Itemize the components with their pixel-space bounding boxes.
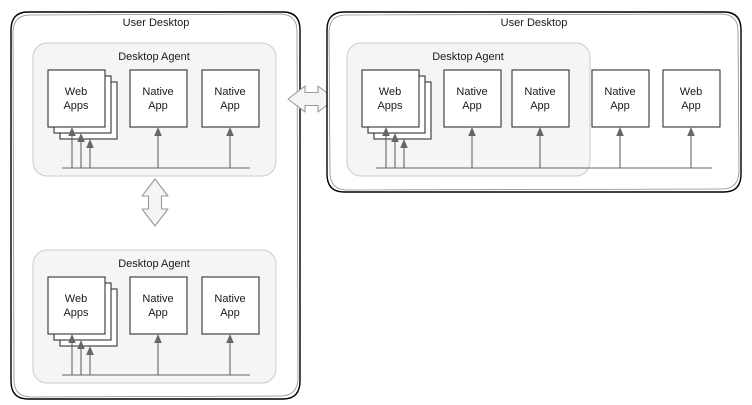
web-apps-3-front[interactable] — [361, 69, 420, 128]
native-app-4-label-line1: Native — [214, 293, 245, 305]
native-app-4-arrow-head — [226, 334, 234, 343]
agent-bottom-left[interactable]: Desktop Agent Web Apps Native App Native… — [32, 249, 277, 384]
web-app-1-arrow-head — [687, 127, 695, 136]
web-apps-2-arrow-back-head — [86, 346, 94, 355]
native-app-4-box[interactable] — [201, 276, 260, 335]
native-app-1-label-line2: App — [148, 100, 168, 112]
desktop-right-label: User Desktop — [501, 17, 568, 29]
desktop-left-border-inner — [12, 13, 299, 398]
web-apps-3-arrow-front-head — [382, 127, 390, 136]
web-apps-1-label-line2: Apps — [63, 100, 89, 112]
web-apps-2-label-line2: Apps — [63, 307, 89, 319]
web-apps-1-front[interactable] — [47, 69, 106, 128]
web-apps-2-arrow-front-head — [68, 334, 76, 343]
web-apps-2-label-line1: Web — [65, 293, 87, 305]
web-apps-2-front[interactable] — [47, 276, 106, 335]
native-app-2-label-line1: Native — [214, 86, 245, 98]
web-apps-3-label-line2: Apps — [377, 100, 403, 112]
native-app-3-arrow-head — [154, 334, 162, 343]
native-app-5-box[interactable] — [443, 69, 502, 128]
agent-top-left-label: Desktop Agent — [118, 51, 190, 63]
native-app-2-arrow-head — [226, 127, 234, 136]
web-app-1-box[interactable] — [662, 69, 721, 128]
web-app-1-label-line1: Web — [680, 86, 702, 98]
desktop-left-label: User Desktop — [123, 17, 190, 29]
native-app-3-label-line2: App — [148, 307, 168, 319]
native-app-7-box[interactable] — [591, 69, 650, 128]
native-app-5-label-line1: Native — [456, 86, 487, 98]
connector-vertical[interactable] — [141, 178, 169, 227]
desktop-right-border-inner — [328, 13, 740, 191]
web-apps-3-arrow-mid-head — [391, 133, 399, 142]
native-app-1-box[interactable] — [129, 69, 188, 128]
agent-top-left[interactable]: Desktop Agent Web Apps Native App Native… — [32, 42, 277, 177]
native-app-6-label-line1: Native — [524, 86, 555, 98]
web-apps-2-arrow-mid-head — [77, 340, 85, 349]
native-app-7-label-line2: App — [610, 100, 630, 112]
web-apps-1-label-line1: Web — [65, 86, 87, 98]
native-app-3-label-line1: Native — [142, 293, 173, 305]
web-apps-3-label-line1: Web — [379, 86, 401, 98]
native-app-4-label-line2: App — [220, 307, 240, 319]
native-app-7-label-line1: Native — [604, 86, 635, 98]
native-app-7-arrow-head — [616, 127, 624, 136]
native-app-3-box[interactable] — [129, 276, 188, 335]
web-apps-3-arrow-back-head — [400, 139, 408, 148]
connector-vertical-arrow-icon — [141, 178, 169, 227]
web-apps-1-arrow-front-head — [68, 127, 76, 136]
web-apps-1-arrow-back-head — [86, 139, 94, 148]
agent-right-label: Desktop Agent — [432, 51, 504, 63]
web-app-1-label-line2: App — [681, 100, 701, 112]
native-app-1-arrow-head — [154, 127, 162, 136]
native-app-6-box[interactable] — [511, 69, 570, 128]
native-app-2-label-line2: App — [220, 100, 240, 112]
native-app-6-arrow-head — [536, 127, 544, 136]
native-app-6-label-line2: App — [530, 100, 550, 112]
native-app-2-box[interactable] — [201, 69, 260, 128]
native-app-1-label-line1: Native — [142, 86, 173, 98]
agent-bottom-left-label: Desktop Agent — [118, 258, 190, 270]
web-apps-1-arrow-mid-head — [77, 133, 85, 142]
desktop-right-external-apps: Native App Web App — [591, 69, 721, 168]
agent-right[interactable]: Desktop Agent Web Apps Native App Native… — [346, 42, 712, 177]
native-app-5-label-line2: App — [462, 100, 482, 112]
native-app-5-arrow-head — [468, 127, 476, 136]
